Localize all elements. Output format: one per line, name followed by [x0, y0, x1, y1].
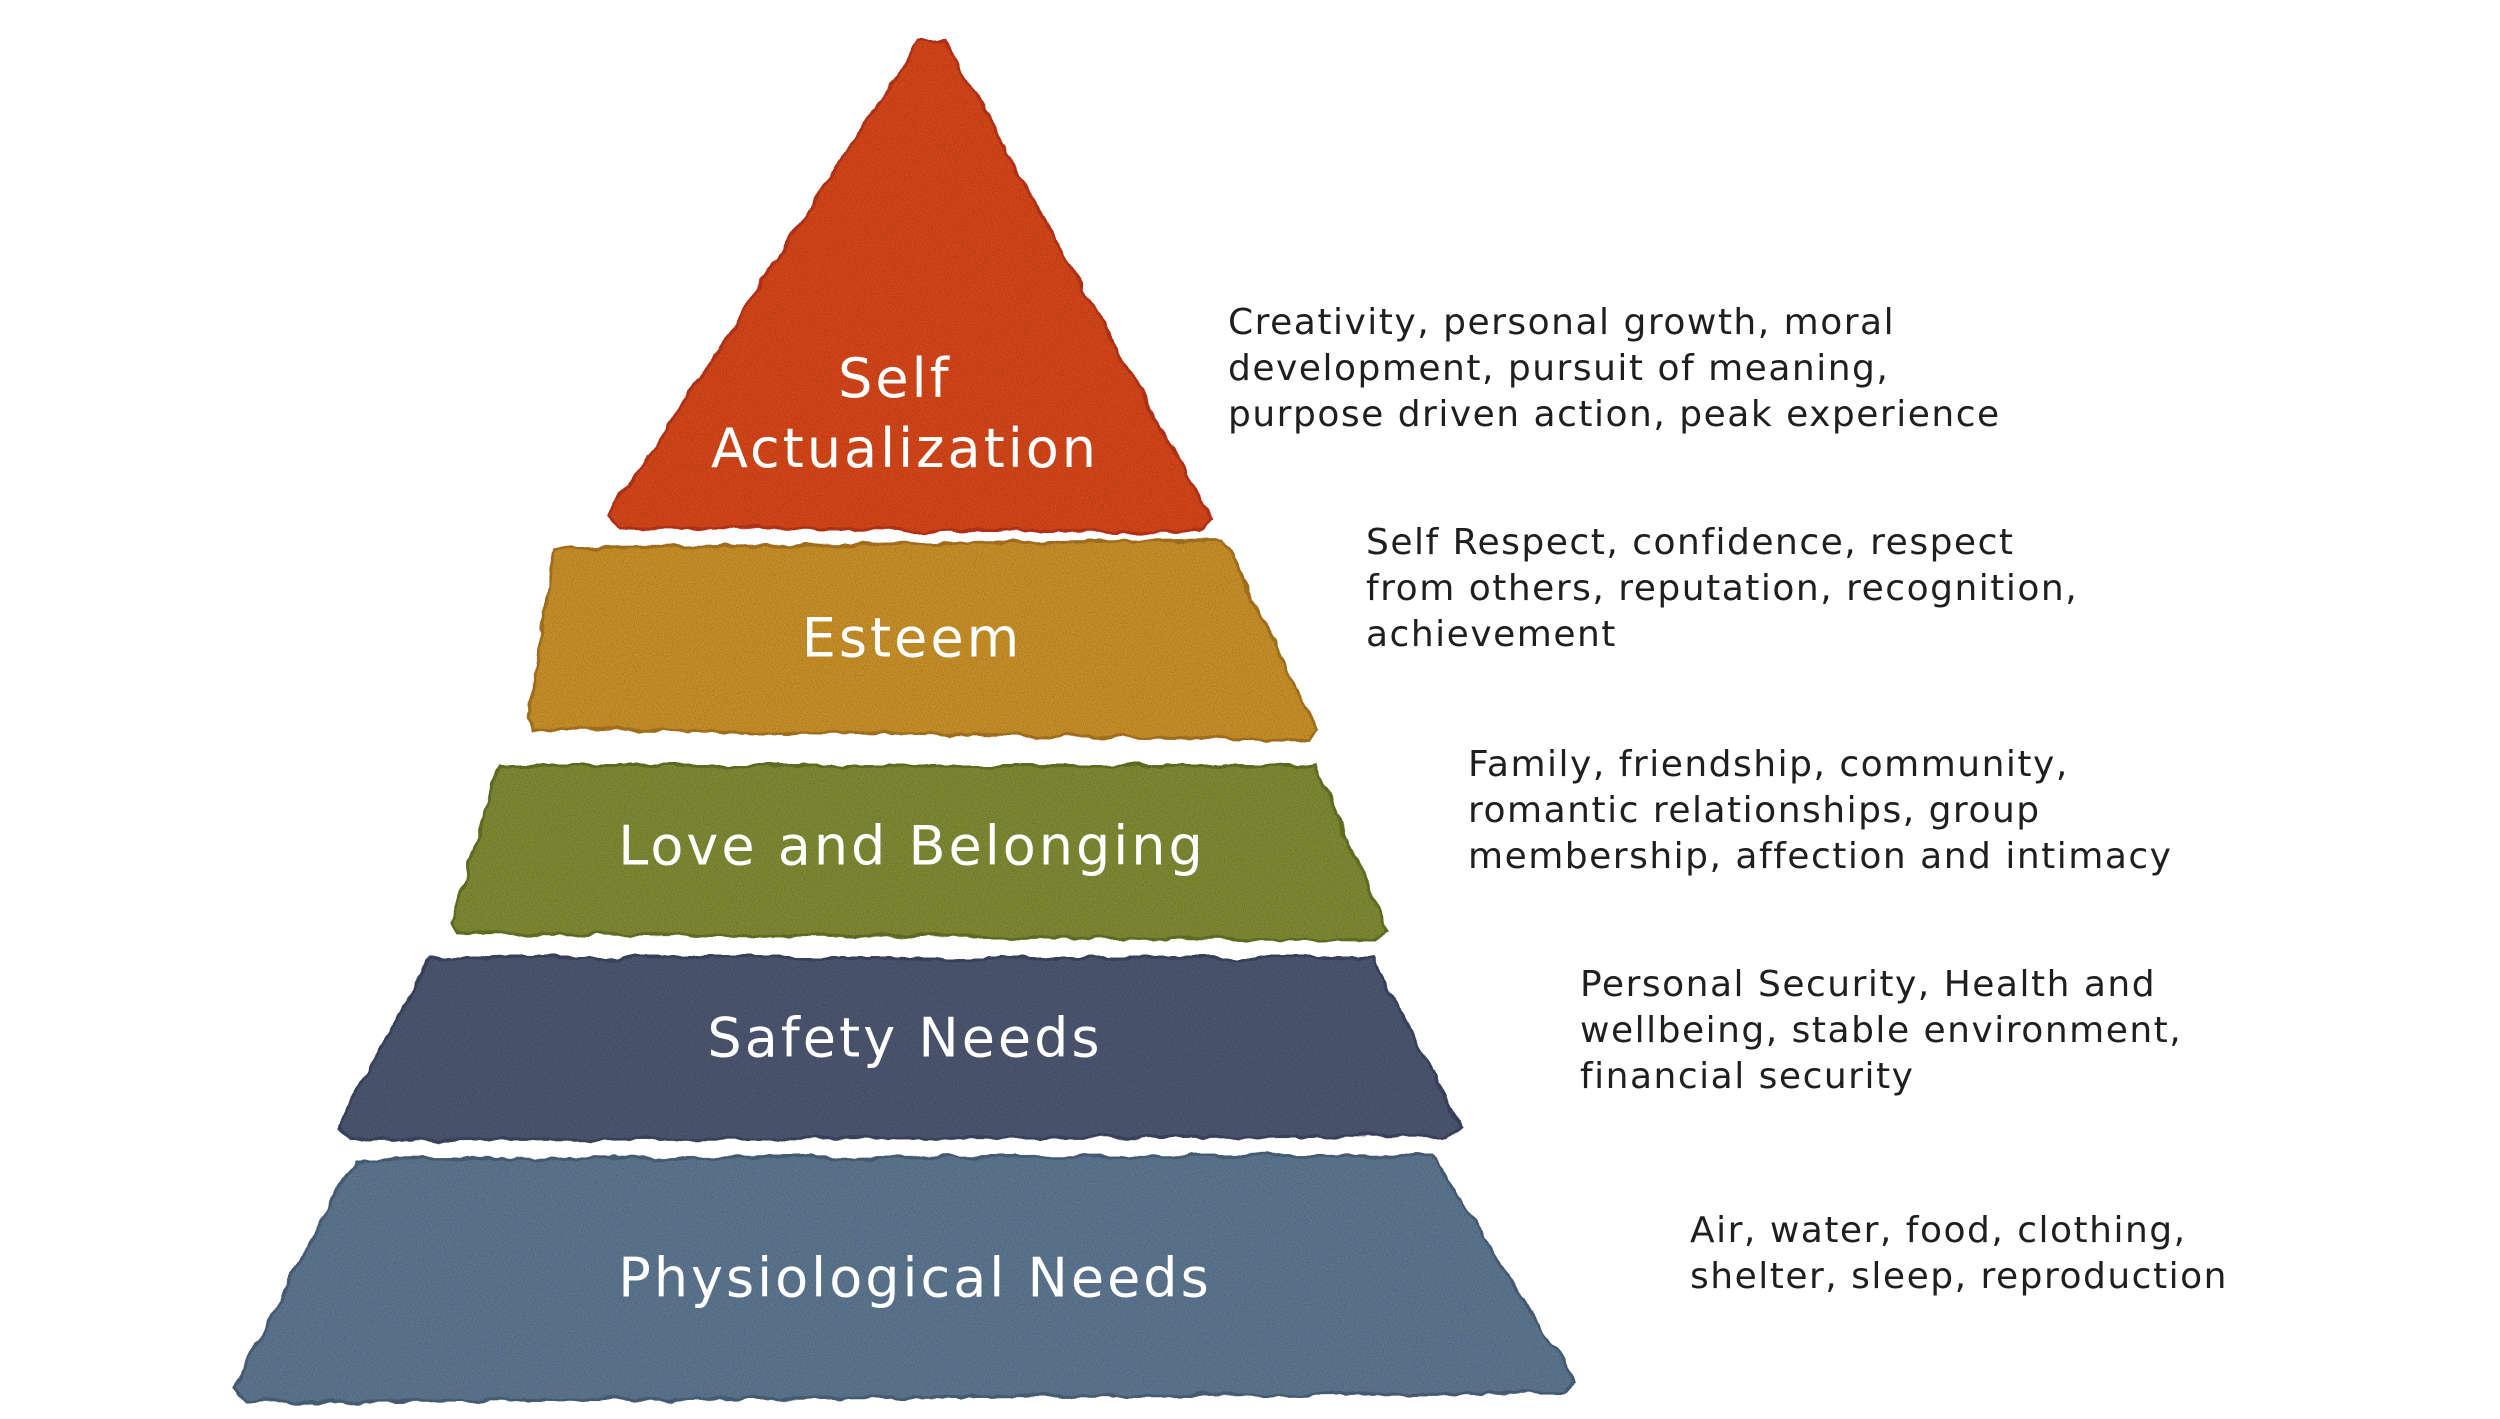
description-love-and-belonging: Family, friendship, community, romantic … — [1468, 742, 2172, 880]
tier-self-actualization-label: Self Actualization — [711, 347, 1099, 480]
tier-love-and-belonging-shape — [450, 764, 1390, 942]
tier-self-actualization-shape — [608, 40, 1214, 534]
tier-esteem-shape — [526, 538, 1320, 742]
description-line: financial security — [1580, 1056, 1915, 1097]
description-esteem: Self Respect, confidence, respect from o… — [1366, 520, 2078, 658]
tier-self-actualization: Self Actualization — [608, 40, 1214, 534]
description-line: wellbeing, stable environment, — [1580, 1010, 2183, 1051]
description-line: Creativity, personal growth, moral — [1228, 302, 1896, 343]
tier-physiological-needs: Physiological Needs — [230, 1153, 1578, 1404]
tier-esteem-label: Esteem — [802, 607, 1022, 670]
tier-safety-needs-label: Safety Needs — [707, 1007, 1102, 1070]
description-physiological-needs: Air, water, food, clothing, shelter, sle… — [1690, 1208, 2228, 1300]
description-line: membership, affection and intimacy — [1468, 836, 2173, 877]
description-line: achievement — [1366, 614, 1617, 655]
description-line: Air, water, food, clothing, — [1690, 1210, 2187, 1251]
description-safety-needs: Personal Security, Health and wellbeing,… — [1580, 962, 2182, 1100]
description-line: romantic relationships, group — [1468, 790, 2041, 831]
tier-love-and-belonging: Love and Belonging — [450, 764, 1390, 942]
tier-love-and-belonging-label: Love and Belonging — [618, 815, 1206, 878]
tier-physiological-needs-label: Physiological Needs — [618, 1247, 1211, 1310]
tier-physiological-needs-shape — [230, 1153, 1578, 1404]
description-line: shelter, sleep, reproduction — [1690, 1256, 2228, 1297]
tier-self-actualization-label-line-2: Actualization — [711, 417, 1099, 480]
tier-self-actualization-label-line-1: Self — [838, 347, 952, 410]
tier-safety-needs: Safety Needs — [336, 956, 1465, 1142]
tier-safety-needs-shape — [336, 956, 1465, 1142]
description-line: Self Respect, confidence, respect — [1366, 522, 2015, 563]
description-line: from others, reputation, recognition, — [1366, 568, 2079, 609]
description-line: Personal Security, Health and — [1580, 964, 2157, 1005]
description-self-actualization: Creativity, personal growth, moral devel… — [1228, 300, 2001, 438]
description-line: Family, friendship, community, — [1468, 744, 2069, 785]
tier-esteem: Esteem — [526, 538, 1320, 742]
description-line: development, pursuit of meaning, — [1228, 348, 1890, 389]
description-line: purpose driven action, peak experience — [1228, 394, 2001, 435]
